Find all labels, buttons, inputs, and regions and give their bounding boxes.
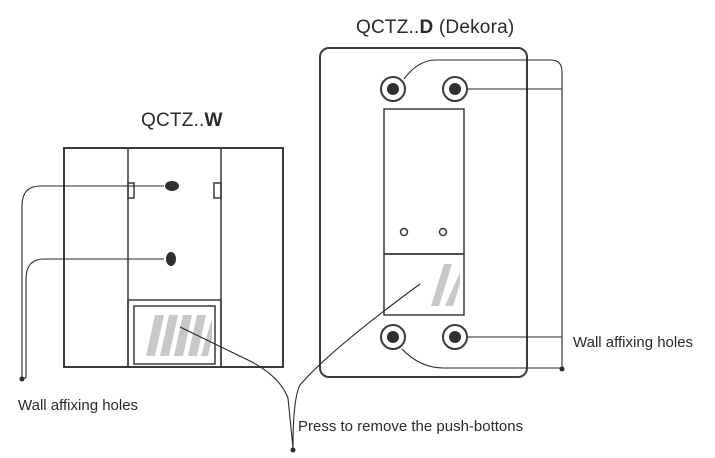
left-wall-holes-label: Wall affixing holes	[18, 397, 138, 414]
right-wall-hole-top-right	[442, 76, 468, 102]
right-wall-hole-bottom-right	[442, 324, 468, 350]
right-wall-holes-label: Wall affixing holes	[573, 334, 693, 351]
left-unit: QCTZ..W	[63, 110, 284, 368]
right-wall-hole-top-left	[380, 76, 406, 102]
left-wall-hole-bottom	[166, 252, 176, 266]
right-wall-hole-bottom-left	[380, 324, 406, 350]
right-unit-frame	[319, 47, 528, 378]
right-clip	[213, 182, 222, 199]
right-screw-left	[399, 227, 409, 237]
right-screw-right	[438, 227, 448, 237]
right-wall-holes-leaders	[401, 59, 565, 372]
right-unit: QCTZ..D (Dekora)	[319, 17, 528, 378]
press-note-leaders	[179, 283, 421, 453]
left-wall-holes-leaders	[19, 185, 164, 382]
left-unit-title: QCTZ..W	[141, 110, 223, 131]
left-push-button	[133, 305, 216, 365]
left-wall-hole-top	[165, 181, 179, 191]
right-push-button	[383, 253, 465, 316]
right-unit-title: QCTZ..D (Dekora)	[356, 17, 514, 38]
left-clip	[127, 182, 135, 199]
right-hatch-marks	[431, 264, 460, 306]
press-note-label: Press to remove the push-bottons	[298, 418, 523, 435]
left-push-button-module	[127, 299, 222, 368]
